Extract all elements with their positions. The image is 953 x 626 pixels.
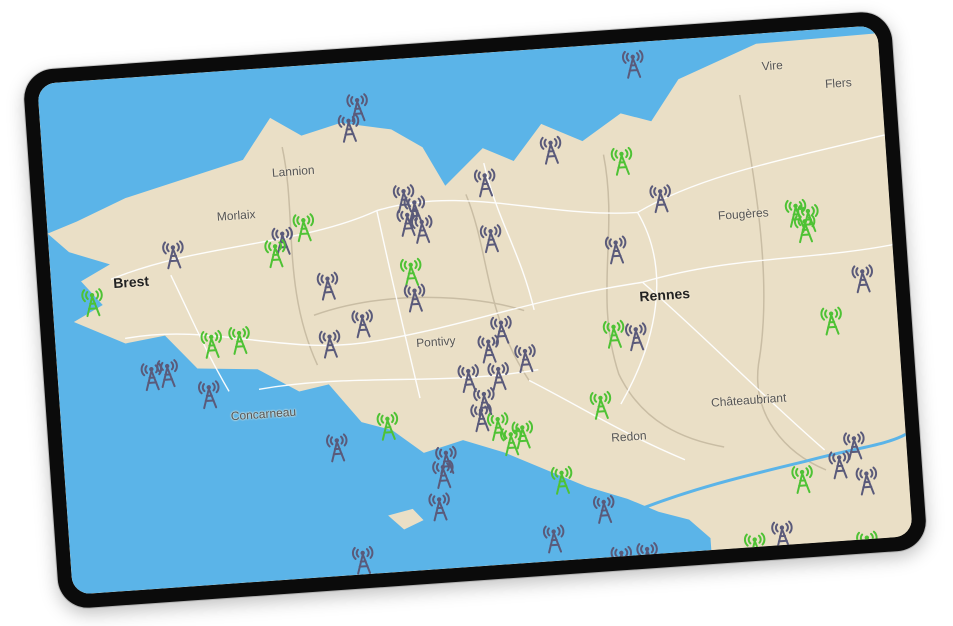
antenna-tower-icon[interactable] (513, 343, 537, 374)
antenna-tower-icon[interactable] (791, 464, 815, 495)
antenna-tower-icon[interactable] (399, 257, 423, 288)
antenna-tower-icon[interactable] (621, 49, 645, 80)
antenna-tower-icon[interactable] (264, 238, 288, 269)
antenna-tower-icon[interactable] (472, 386, 496, 417)
antenna-tower-icon[interactable] (610, 545, 634, 576)
antenna-tower-icon[interactable] (636, 541, 660, 572)
antenna-tower-icon[interactable] (592, 494, 616, 525)
antenna-tower-icon[interactable] (434, 445, 458, 476)
antenna-tower-icon[interactable] (479, 223, 503, 254)
antenna-tower-icon[interactable] (477, 333, 501, 364)
antenna-tower-icon[interactable] (486, 411, 510, 442)
antenna-tower-icon[interactable] (457, 363, 481, 394)
antenna-tower-icon[interactable] (403, 282, 427, 313)
antenna-tower-icon[interactable] (81, 287, 105, 318)
department-borders (281, 94, 827, 471)
antenna-tower-icon[interactable] (793, 213, 817, 244)
antenna-tower-icon[interactable] (550, 465, 574, 496)
city-label: Morlaix (216, 207, 256, 224)
antenna-tower-icon[interactable] (161, 239, 185, 270)
sea-south (47, 233, 712, 595)
antenna-tower-icon[interactable] (489, 314, 513, 345)
road-network (110, 134, 893, 461)
city-label: Flers (824, 75, 853, 92)
map-view[interactable]: Vire Flers Lannion Morlaix Brest Fougère… (37, 25, 913, 595)
antenna-tower-icon[interactable] (376, 411, 400, 442)
antenna-tower-icon[interactable] (346, 92, 370, 123)
river (628, 432, 907, 516)
city-label: Pontivy (415, 333, 456, 351)
antenna-tower-icon[interactable] (604, 234, 628, 265)
antenna-tower-icon[interactable] (855, 465, 879, 496)
antenna-tower-icon[interactable] (228, 325, 252, 356)
antenna-tower-icon[interactable] (828, 449, 852, 480)
antenna-tower-icon[interactable] (197, 379, 221, 410)
antenna-tower-icon[interactable] (200, 329, 224, 360)
antenna-tower-icon[interactable] (581, 565, 605, 595)
antenna-tower-icon[interactable] (855, 529, 879, 560)
antenna-tower-icon[interactable] (624, 321, 648, 352)
antenna-tower-icon[interactable] (499, 426, 523, 457)
antenna-tower-icon[interactable] (410, 214, 434, 245)
antenna-tower-icon[interactable] (770, 519, 794, 550)
antenna-tower-icon[interactable] (156, 358, 180, 389)
antenna-tower-icon[interactable] (318, 328, 342, 359)
antenna-tower-icon[interactable] (602, 319, 626, 350)
city-label: Redon (610, 428, 648, 445)
antenna-tower-icon[interactable] (392, 183, 416, 214)
tablet-frame: Vire Flers Lannion Morlaix Brest Fougère… (22, 10, 928, 610)
antenna-tower-icon[interactable] (403, 194, 427, 225)
antenna-tower-icon[interactable] (325, 432, 349, 463)
antenna-tower-icon[interactable] (470, 402, 494, 433)
antenna-tower-icon[interactable] (428, 491, 452, 522)
city-label: Vire (761, 57, 784, 74)
city-label-major: Brest (112, 272, 150, 292)
antenna-tower-icon[interactable] (851, 263, 875, 294)
antenna-tower-icon[interactable] (473, 167, 497, 198)
antenna-tower-icon[interactable] (431, 459, 455, 490)
antenna-tower-icon[interactable] (820, 305, 844, 336)
island (388, 508, 424, 530)
antenna-tower-icon[interactable] (842, 430, 866, 461)
antenna-tower-icon[interactable] (316, 270, 340, 301)
antenna-tower-icon[interactable] (271, 226, 295, 257)
map-canvas[interactable] (37, 25, 913, 595)
antenna-tower-icon[interactable] (610, 146, 634, 177)
antenna-tower-icon[interactable] (351, 308, 375, 339)
antenna-tower-icon[interactable] (487, 361, 511, 392)
antenna-tower-icon[interactable] (800, 545, 824, 576)
antenna-tower-icon[interactable] (743, 531, 767, 562)
antenna-tower-icon[interactable] (649, 183, 673, 214)
antenna-tower-icon[interactable] (589, 390, 613, 421)
antenna-tower-icon[interactable] (668, 553, 692, 584)
antenna-tower-icon[interactable] (542, 523, 566, 554)
antenna-tower-icon[interactable] (337, 113, 361, 144)
antenna-tower-icon[interactable] (292, 212, 316, 243)
sea-north (37, 25, 878, 234)
antenna-tower-icon[interactable] (539, 135, 563, 166)
antenna-tower-icon[interactable] (351, 545, 375, 576)
city-label: Lannion (271, 162, 316, 180)
